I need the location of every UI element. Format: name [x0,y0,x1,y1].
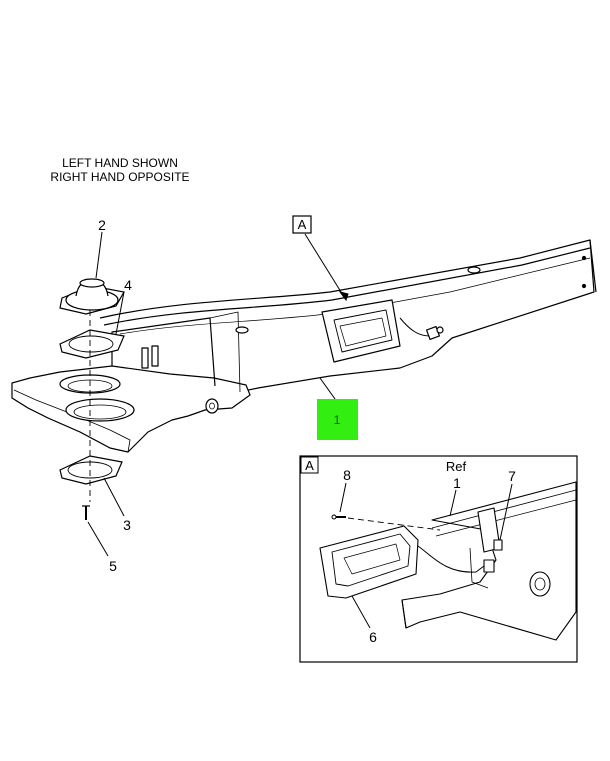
callout-6: 6 [369,629,377,645]
speaker-assembly [59,278,125,520]
part-1-hotspot-label: 1 [334,413,341,427]
callout-ref-text: Ref [446,459,467,474]
screw [82,505,90,520]
part-1-hotspot[interactable]: 1 [317,399,358,440]
callout-5: 5 [109,558,117,574]
callout-8: 8 [343,467,351,483]
detail-view-a: A [299,455,578,663]
leader-lines [87,231,349,557]
gasket-lower [59,455,123,485]
gasket-upper [59,329,125,359]
detail-view-label-text: A [305,458,314,473]
callout-7: 7 [508,468,516,484]
note-left-hand-shown: LEFT HAND SHOWN RIGHT HAND OPPOSITE [40,156,200,184]
note-line-1: LEFT HAND SHOWN [62,156,178,170]
detail-screw [331,514,346,520]
callout-3: 3 [123,517,131,533]
view-label-a-text: A [298,217,307,232]
callout-4: 4 [124,277,132,293]
speaker [59,278,125,315]
callout-2: 2 [98,217,106,233]
callout-ref-1: 1 [453,475,461,491]
note-line-2: RIGHT HAND OPPOSITE [50,170,190,184]
view-label-a: A [292,215,312,234]
